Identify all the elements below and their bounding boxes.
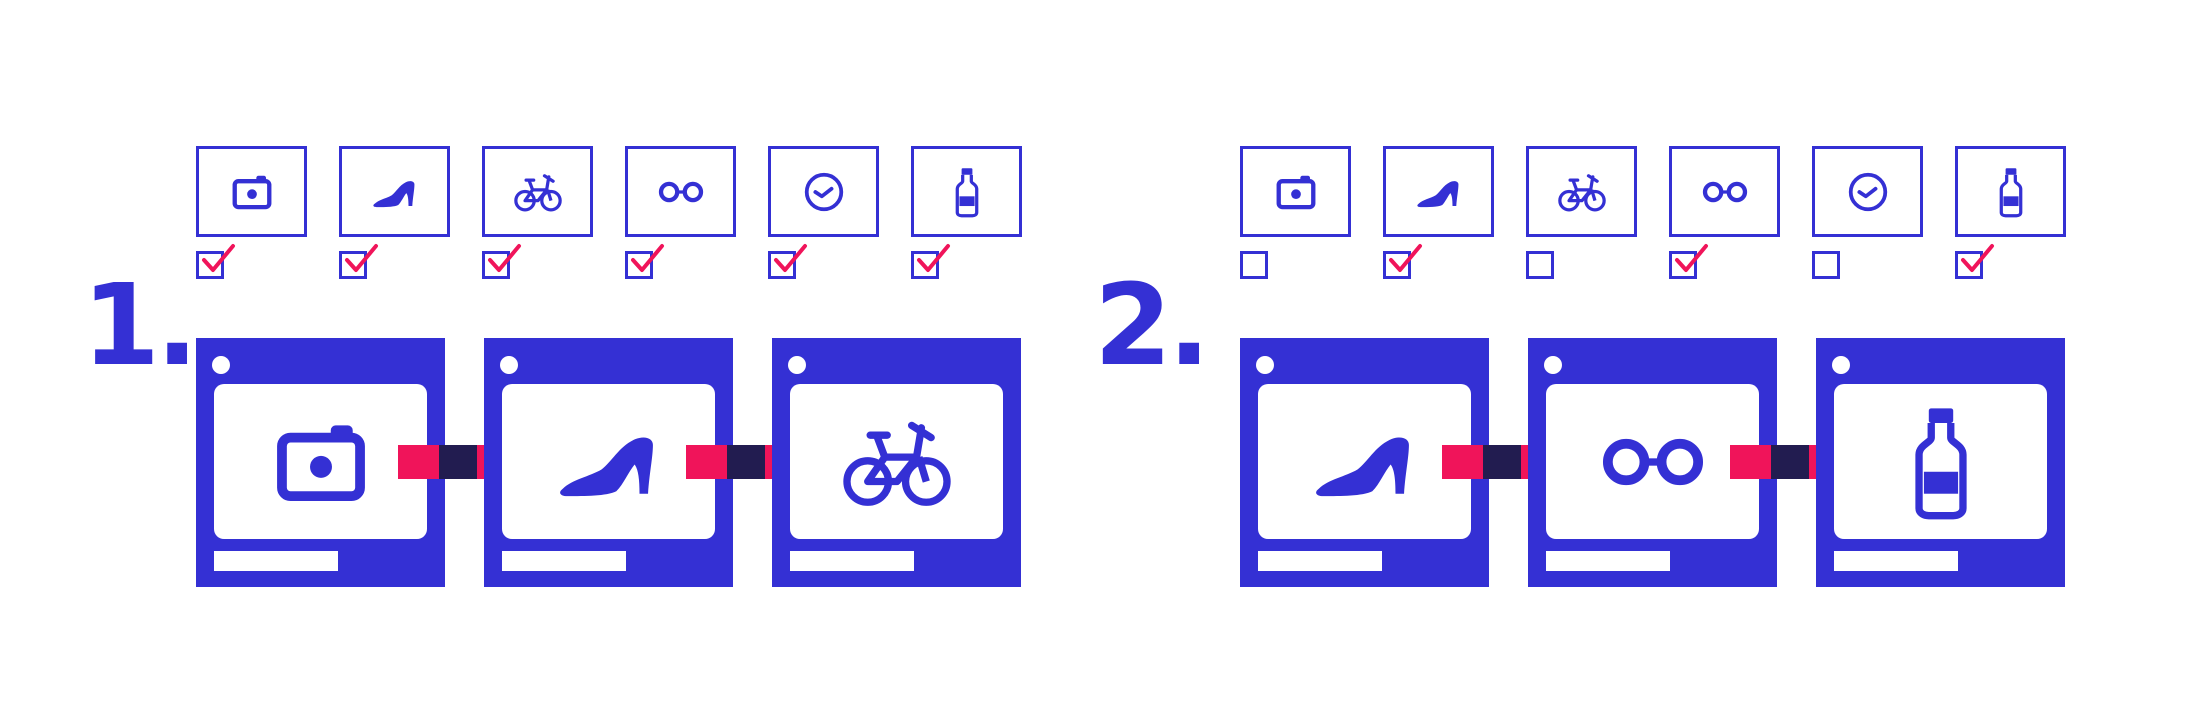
card-screen [214,384,427,539]
sequence-card [1816,338,2065,587]
option-tile-glasses[interactable] [625,146,736,237]
card-screen [1546,384,1759,539]
card-caption-bar [502,551,626,571]
option-tile-high-heel-shoe[interactable] [339,146,450,237]
checkbox-checked[interactable] [339,244,378,279]
bottle-icon [1984,165,2038,219]
high-heel-shoe-icon [1412,165,1466,219]
checkmark-icon [1961,244,1994,272]
checkbox-checked[interactable] [1383,244,1422,279]
scenario-1-label: 1. [82,261,199,391]
card-dot [500,356,518,374]
clock-icon [1841,165,1895,219]
camera-icon [225,165,279,219]
checkmark-icon [488,244,521,272]
checkmark-icon [345,244,378,272]
option-tile-bicycle[interactable] [1526,146,1637,237]
option-tile-camera[interactable] [1240,146,1351,237]
clock-icon [797,165,851,219]
option-tile-high-heel-shoe[interactable] [1383,146,1494,237]
option-tile-glasses[interactable] [1669,146,1780,237]
card-dot [1544,356,1562,374]
card-dot [788,356,806,374]
scenario-2-label: 2. [1094,261,1211,391]
card-caption-bar [790,551,914,571]
high-heel-shoe-icon [368,165,422,219]
option-tile-clock[interactable] [768,146,879,237]
option-tile-bicycle[interactable] [482,146,593,237]
glasses-icon [1698,165,1752,219]
high-heel-shoe-icon [548,401,670,523]
card-screen [1834,384,2047,539]
checkmark-icon [1389,244,1422,272]
checkmark-icon [917,244,950,272]
glasses-icon [1592,401,1714,523]
camera-icon [260,401,382,523]
sequence-card [196,338,445,587]
checkbox-checked[interactable] [482,244,521,279]
arrow-overlap [1771,445,1809,479]
option-tile-camera[interactable] [196,146,307,237]
option-tile-clock[interactable] [1812,146,1923,237]
card-caption-bar [1258,551,1382,571]
checkbox-checked[interactable] [911,244,950,279]
card-dot [1256,356,1274,374]
checkbox-checked[interactable] [196,244,235,279]
arrow-overlap [439,445,477,479]
card-dot [1832,356,1850,374]
checkbox-unchecked[interactable] [1240,251,1268,279]
card-caption-bar [1834,551,1958,571]
checkbox-unchecked[interactable] [1812,251,1840,279]
arrow-overlap [727,445,765,479]
card-screen [790,384,1003,539]
bicycle-icon [836,401,958,523]
card-caption-bar [1546,551,1670,571]
option-tile-bottle[interactable] [1955,146,2066,237]
bottle-icon [940,165,994,219]
bicycle-icon [511,165,565,219]
checkbox-checked[interactable] [1669,244,1708,279]
checkmark-icon [631,244,664,272]
arrow-overlap [1483,445,1521,479]
checkbox-checked[interactable] [625,244,664,279]
checkbox-checked[interactable] [1955,244,1994,279]
card-screen [1258,384,1471,539]
checkmark-icon [202,244,235,272]
checkmark-icon [774,244,807,272]
sequence-card [772,338,1021,587]
checkmark-icon [1675,244,1708,272]
high-heel-shoe-icon [1304,401,1426,523]
card-screen [502,384,715,539]
bicycle-icon [1555,165,1609,219]
card-dot [212,356,230,374]
checkbox-checked[interactable] [768,244,807,279]
option-tile-bottle[interactable] [911,146,1022,237]
camera-icon [1269,165,1323,219]
glasses-icon [654,165,708,219]
bottle-icon [1880,401,2002,523]
checkbox-unchecked[interactable] [1526,251,1554,279]
card-caption-bar [214,551,338,571]
